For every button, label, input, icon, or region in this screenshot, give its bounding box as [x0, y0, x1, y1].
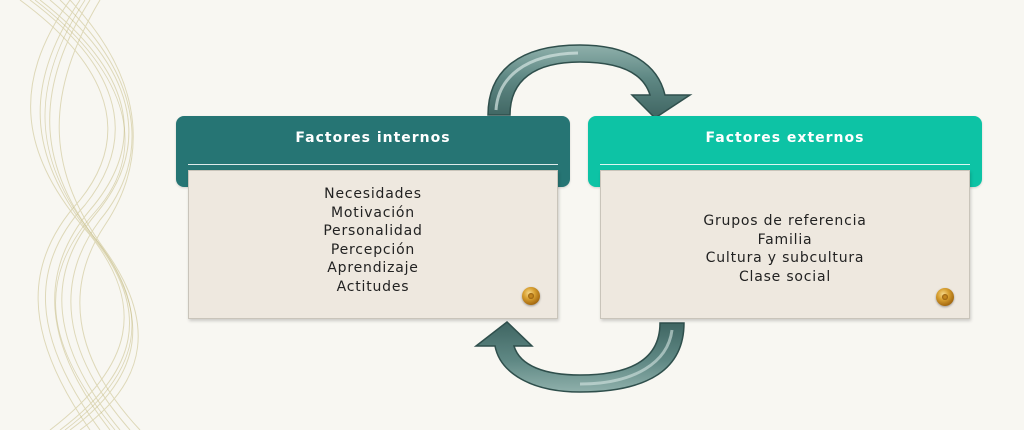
top-arrow — [487, 44, 693, 119]
gold-bullet-icon — [936, 288, 954, 306]
factor-item: Cultura y subcultura — [705, 250, 865, 267]
factor-item: Aprendizaje — [327, 260, 419, 277]
gold-bullet-icon — [522, 287, 540, 305]
factor-item: Clase social — [738, 268, 832, 285]
factor-item: Motivación — [331, 204, 415, 221]
factor-item: Necesidades — [324, 186, 422, 202]
header-divider — [600, 164, 970, 165]
factor-item: Percepción — [330, 241, 416, 258]
factor-item: Actitudes — [336, 278, 410, 295]
external-factors-title: Factores externos — [705, 130, 865, 146]
factor-item: Familia — [757, 231, 813, 248]
factor-item: Personalidad — [323, 223, 423, 240]
factor-item: Grupos de referencia — [703, 213, 867, 229]
decorative-wave-lines — [19, 0, 141, 430]
internal-factors-title: Factores internos — [295, 130, 451, 146]
bottom-arrow — [473, 321, 685, 393]
header-divider — [188, 164, 558, 165]
